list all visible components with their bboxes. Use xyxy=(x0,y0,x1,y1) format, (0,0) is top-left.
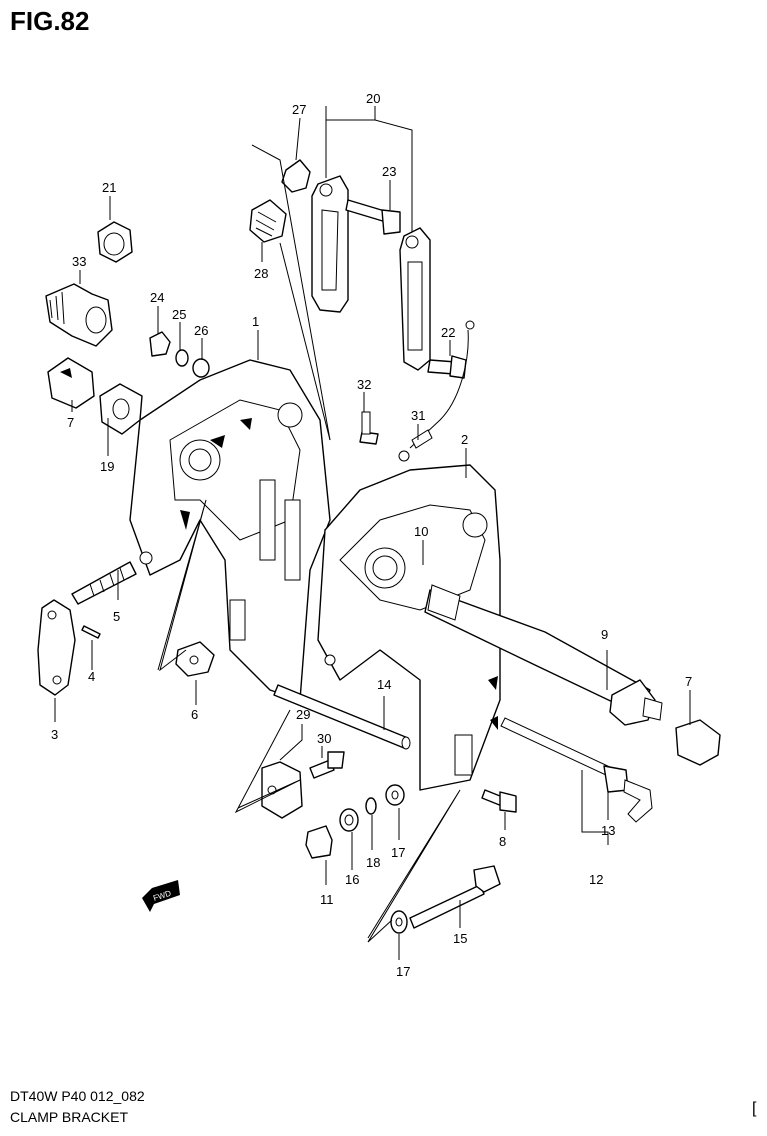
callout-23: 23 xyxy=(382,164,396,179)
callout-labels: 1 2 3 4 5 6 7 7 8 9 10 11 12 13 14 15 16… xyxy=(51,91,692,979)
clamp-bracket-right xyxy=(317,464,501,791)
callout-26: 26 xyxy=(194,323,208,338)
callout-2: 2 xyxy=(461,432,468,447)
washer-19 xyxy=(99,383,143,435)
callout-7-right: 7 xyxy=(685,674,692,689)
callout-9: 9 xyxy=(601,627,608,642)
washer-17-lower-hole xyxy=(395,917,403,927)
cap-nut-left xyxy=(47,357,95,409)
callout-16: 16 xyxy=(345,872,359,887)
lever-3 xyxy=(37,599,76,696)
model-code: DT40W P40 012_082 xyxy=(10,1088,145,1104)
callout-27: 27 xyxy=(292,102,306,117)
figure-title: FIG.82 xyxy=(10,6,90,36)
cap-nut-right xyxy=(675,719,721,766)
clip-27 xyxy=(281,159,311,193)
grip-28 xyxy=(249,199,287,243)
wire-31 xyxy=(398,320,475,462)
callout-13: 13 xyxy=(601,823,615,838)
plate-6 xyxy=(175,641,215,677)
bolt-8 xyxy=(481,789,517,813)
callout-17-upper: 17 xyxy=(391,845,405,860)
bushing-11 xyxy=(305,825,333,859)
assembly-name: CLAMP BRACKET xyxy=(10,1109,128,1125)
callout-11: 11 xyxy=(320,892,334,907)
bolt-15 xyxy=(409,865,501,929)
callout-29: 29 xyxy=(296,707,310,722)
callout-12: 12 xyxy=(589,872,603,887)
pin-4 xyxy=(81,625,101,639)
callout-5: 5 xyxy=(113,609,120,624)
forward-direction-badge: FWD xyxy=(142,880,180,912)
corner-bracket-mark: [ xyxy=(752,1100,757,1117)
link-plate-upper xyxy=(311,175,349,313)
callout-22: 22 xyxy=(441,325,455,340)
block-29 xyxy=(261,761,303,819)
callout-33: 33 xyxy=(72,254,86,269)
callout-19: 19 xyxy=(100,459,114,474)
callout-24: 24 xyxy=(150,290,164,305)
callout-32: 32 xyxy=(357,377,371,392)
rod-14 xyxy=(273,684,411,750)
callout-6: 6 xyxy=(191,707,198,722)
clamp-bracket-left xyxy=(129,359,331,701)
rod-12 xyxy=(500,717,653,823)
callout-4: 4 xyxy=(88,669,95,684)
fitting-33 xyxy=(45,283,113,347)
bolt-23 xyxy=(345,199,401,235)
callout-7-left: 7 xyxy=(67,415,74,430)
collar-16 xyxy=(339,808,359,832)
nut-24 xyxy=(149,331,171,357)
nut-21 xyxy=(97,221,133,263)
callout-10: 10 xyxy=(414,524,428,539)
callout-18: 18 xyxy=(366,855,380,870)
callout-30: 30 xyxy=(317,731,331,746)
screw-32 xyxy=(359,411,379,445)
callout-3: 3 xyxy=(51,727,58,742)
link-plate-lower xyxy=(399,227,431,371)
washer-25 xyxy=(175,349,189,367)
callout-1: 1 xyxy=(252,314,259,329)
leader-lines xyxy=(54,106,691,960)
callout-31: 31 xyxy=(411,408,425,423)
washer-17-upper xyxy=(385,784,405,806)
callout-28: 28 xyxy=(254,266,268,281)
callout-17-lower: 17 xyxy=(396,964,410,979)
callout-8: 8 xyxy=(499,834,506,849)
callout-21: 21 xyxy=(102,180,116,195)
bolt-30 xyxy=(309,751,345,779)
tilt-tube xyxy=(424,584,663,726)
screw-5 xyxy=(71,551,153,605)
bolt-22 xyxy=(427,355,467,379)
callout-14: 14 xyxy=(377,677,391,692)
callout-20: 20 xyxy=(366,91,380,106)
washer-18 xyxy=(365,797,377,815)
callout-15: 15 xyxy=(453,931,467,946)
washer-26 xyxy=(192,358,210,378)
callout-25: 25 xyxy=(172,307,186,322)
